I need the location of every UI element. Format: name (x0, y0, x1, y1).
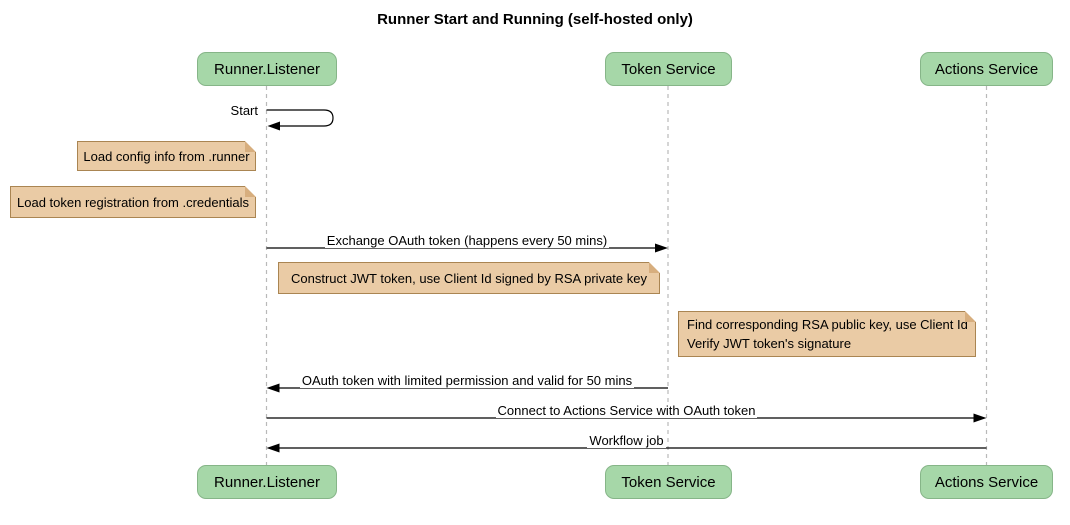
participant-label: Runner.Listener (214, 60, 320, 78)
participant-label: Runner.Listener (214, 473, 320, 491)
self-message-start-arrow (266, 109, 334, 127)
note-load-config: Load config info from .runner (77, 141, 256, 171)
participant-token-service-top: Token Service (605, 52, 732, 86)
participant-label: Token Service (621, 473, 716, 491)
participant-actions-service-top: Actions Service (920, 52, 1053, 86)
participant-runner-listener-top: Runner.Listener (197, 52, 337, 86)
message-workflow-arrowhead (266, 443, 280, 453)
self-message-start-arrowhead (267, 121, 280, 131)
message-connect-arrowhead (973, 413, 987, 423)
message-oauth-return-arrowhead (266, 383, 280, 393)
message-exchange-arrowhead (655, 243, 668, 253)
note-load-token-registration: Load token registration from .credential… (10, 186, 256, 218)
participant-runner-listener-bottom: Runner.Listener (197, 465, 337, 499)
participant-token-service-bottom: Token Service (605, 465, 732, 499)
participant-label: Actions Service (934, 60, 1039, 78)
message-label-start: Start (230, 103, 258, 118)
note-construct-jwt: Construct JWT token, use Client Id signe… (278, 262, 660, 294)
diagram-title: Runner Start and Running (self-hosted on… (377, 11, 693, 28)
participant-label: Token Service (621, 60, 716, 78)
participant-label: Actions Service (934, 473, 1039, 491)
note-verify-jwt: Find corresponding RSA public key, use C… (678, 311, 976, 357)
participant-actions-service-bottom: Actions Service (920, 465, 1053, 499)
